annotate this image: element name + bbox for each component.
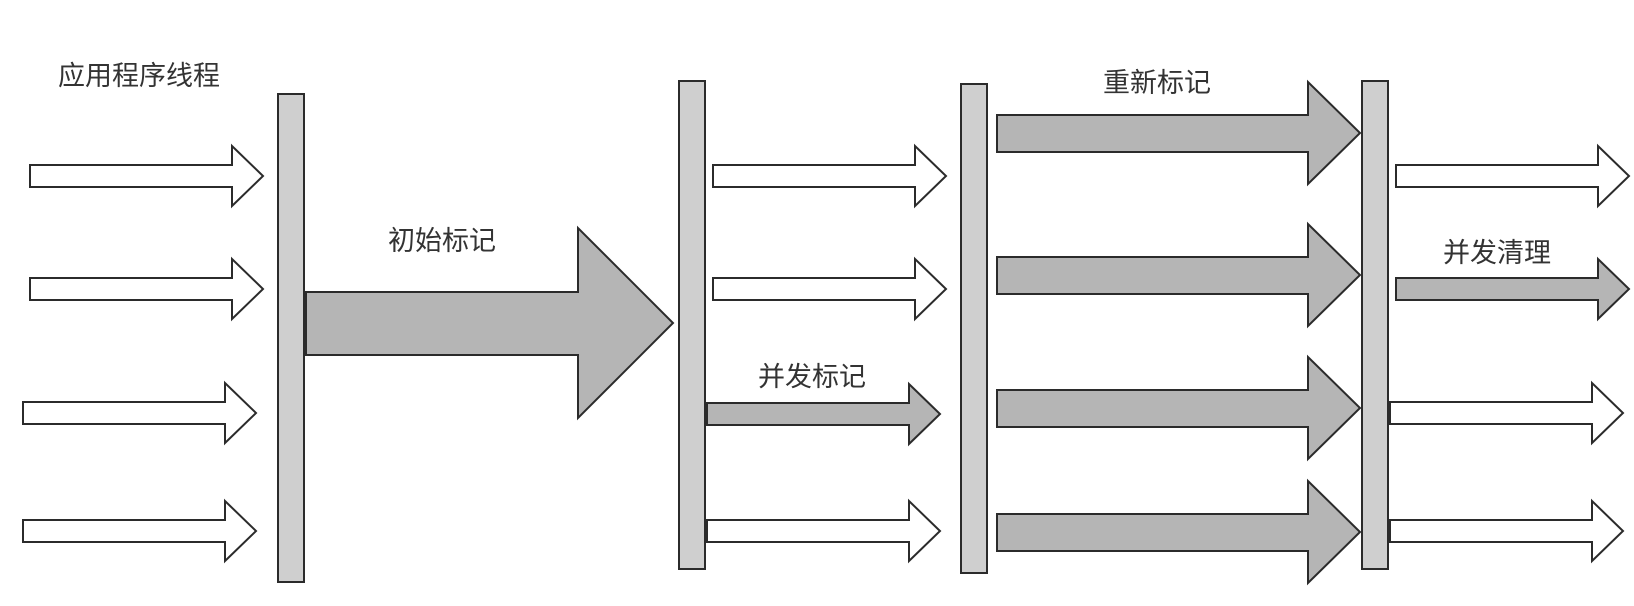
concurrent-sweep-app-arrow-2	[1389, 380, 1625, 446]
concurrent-mark-app-arrow-2	[712, 256, 948, 322]
label-app-threads: 应用程序线程	[58, 61, 220, 92]
app-thread-arrow-2	[29, 256, 265, 322]
safepoint-bar-3	[960, 83, 988, 574]
concurrent-mark-gc-arrow	[706, 381, 942, 447]
concurrent-mark-app-arrow-3	[706, 498, 942, 564]
remark-arrow-1	[996, 79, 1362, 187]
remark-arrow-4	[996, 478, 1362, 586]
concurrent-sweep-app-arrow-3	[1389, 498, 1625, 564]
label-initial-mark: 初始标记	[388, 226, 496, 257]
app-thread-arrow-4	[22, 498, 258, 564]
label-remark: 重新标记	[1103, 68, 1211, 99]
app-thread-arrow-3	[22, 380, 258, 446]
initial-mark-arrow	[305, 225, 675, 421]
app-thread-arrow-1	[29, 143, 265, 209]
remark-arrow-3	[996, 354, 1362, 462]
remark-arrow-2	[996, 221, 1362, 329]
safepoint-bar-4	[1361, 80, 1389, 570]
concurrent-mark-app-arrow-1	[712, 143, 948, 209]
concurrent-sweep-app-arrow-1	[1395, 143, 1631, 209]
safepoint-bar-1	[277, 93, 305, 583]
label-concurrent-sweep: 并发清理	[1443, 238, 1551, 269]
label-concurrent-mark: 并发标记	[758, 362, 866, 393]
safepoint-bar-2	[678, 80, 706, 570]
concurrent-sweep-gc-arrow	[1395, 256, 1631, 322]
